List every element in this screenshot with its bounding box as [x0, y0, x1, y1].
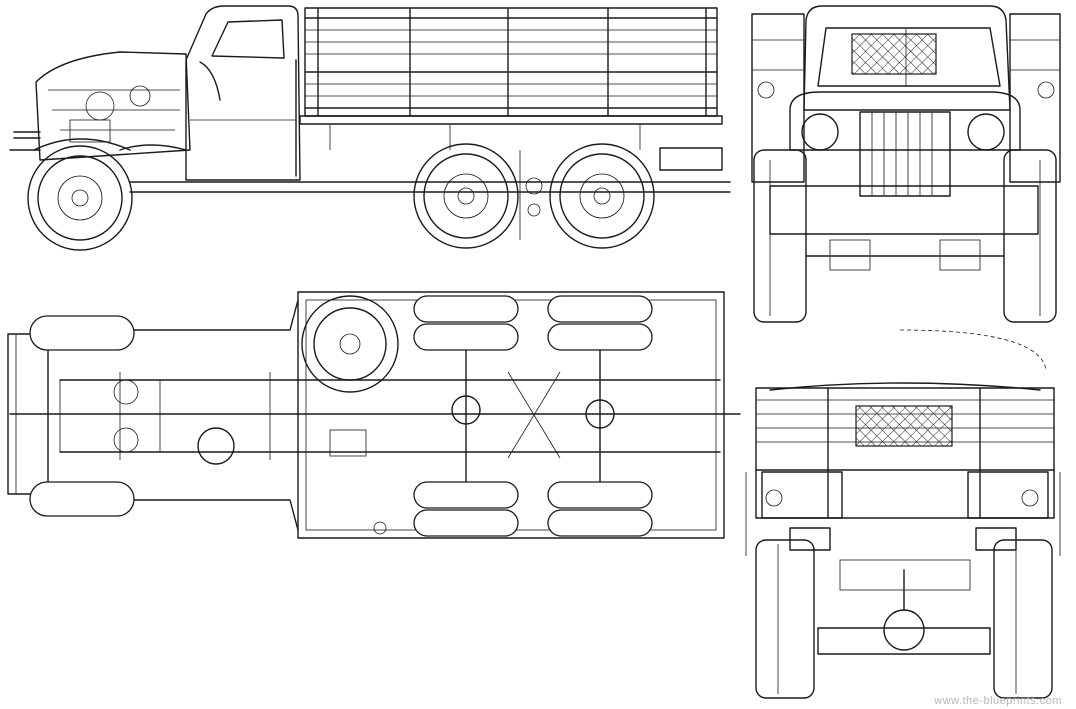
left-tail-light [765, 489, 783, 507]
spare-wheel [301, 295, 399, 393]
rear-window-mesh [855, 405, 953, 447]
middle-wheel-side [413, 143, 519, 249]
hood-side [13, 51, 191, 161]
front-grille [859, 111, 951, 197]
top-view [7, 291, 741, 539]
right-headlight [967, 113, 1005, 151]
rear-wheel-side [549, 143, 655, 249]
left-headlight [801, 113, 839, 151]
rear-view [745, 329, 1061, 699]
windshield-mesh [851, 33, 937, 75]
front-wheel-side [27, 138, 133, 251]
right-tail-light [1021, 489, 1039, 507]
frame-side [9, 149, 731, 240]
front-bumper [769, 185, 1039, 235]
rear-tailgate [755, 387, 1055, 519]
side-view [9, 5, 731, 251]
steering-wheel [197, 427, 235, 465]
front-view [751, 5, 1061, 323]
watermark-text: www.the-blueprints.com [934, 695, 1062, 707]
rear-wheels-top [413, 295, 653, 537]
cab-side [185, 5, 301, 181]
cargo-bed-side [299, 7, 723, 171]
cargo-bed-top [297, 291, 725, 539]
